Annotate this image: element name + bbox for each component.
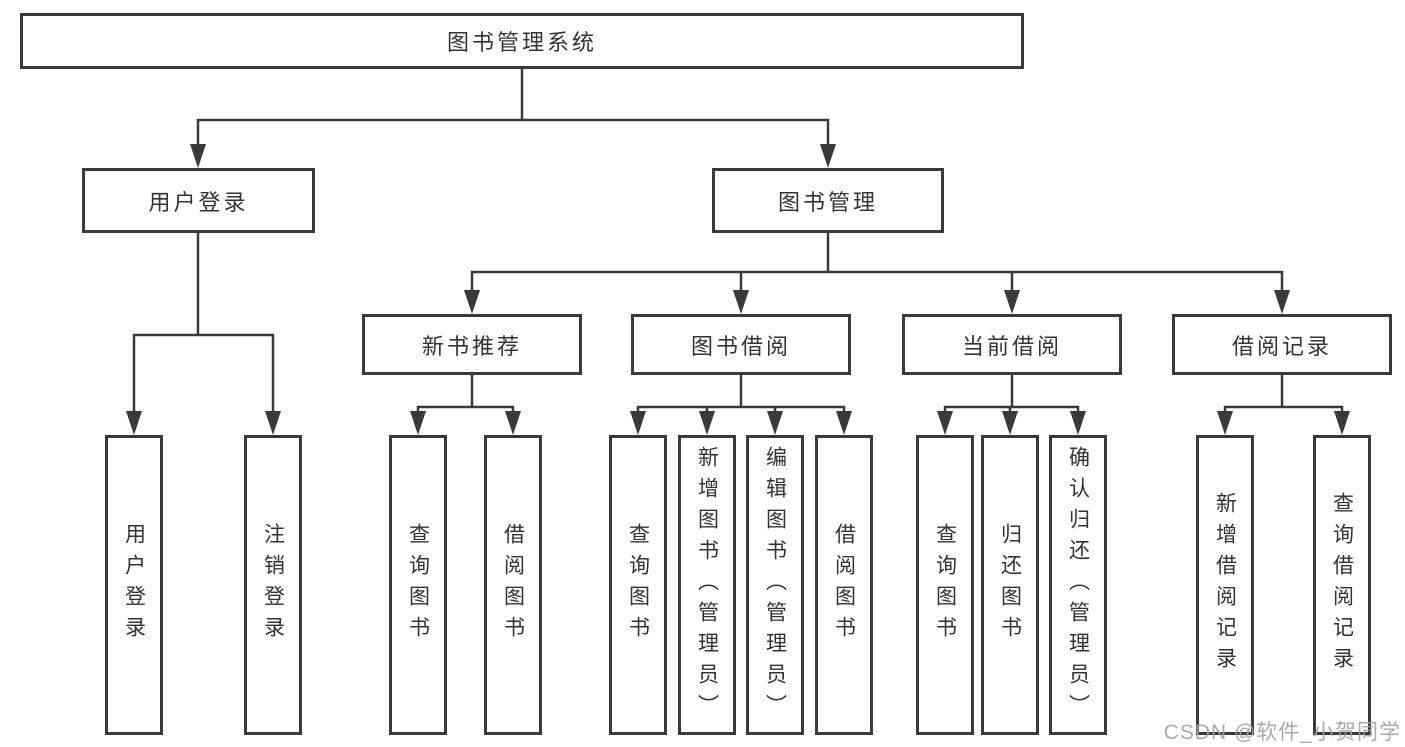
node-root-label: 图书管理系统 <box>446 30 597 55</box>
leaf-borrow-books: 借阅图书 <box>815 435 873 735</box>
leaf-query-books-current: 查询图书 <box>916 435 974 735</box>
leaf-return-book-label: 归还图书 <box>998 523 1022 647</box>
leaf-query-books-rec-label: 查询图书 <box>406 523 430 647</box>
node-borrowing-records: 借阅记录 <box>1172 314 1392 375</box>
edge-newbookrec-to-leaves <box>416 373 515 415</box>
edge-userlogin-to-leaves <box>132 231 275 415</box>
node-borrowing-records-label: 借阅记录 <box>1231 333 1332 359</box>
leaf-query-borrow-record-label: 查询借阅记录 <box>1330 492 1354 678</box>
node-current-borrowing-label: 当前借阅 <box>961 333 1062 359</box>
node-root: 图书管理系统 <box>20 13 1024 69</box>
edge-borrowrecords-to-leaves <box>1223 373 1344 415</box>
edge-bookmgmt-to-level3 <box>470 231 1284 294</box>
node-user-login-label: 用户登录 <box>148 189 249 215</box>
leaf-confirm-return-admin-label: 确认归还（管理员） <box>1066 445 1090 725</box>
node-user-login: 用户登录 <box>82 168 315 233</box>
leaf-query-books-current-label: 查询图书 <box>933 523 957 647</box>
leaf-confirm-return-admin: 确认归还（管理员） <box>1049 435 1107 735</box>
leaf-add-borrow-record: 新增借阅记录 <box>1196 435 1254 735</box>
node-book-management-label: 图书管理 <box>777 189 878 215</box>
leaf-logout: 注销登录 <box>244 435 302 735</box>
leaf-return-book: 归还图书 <box>981 435 1039 735</box>
node-new-book-recommendation: 新书推荐 <box>362 314 582 375</box>
leaf-edit-book-admin: 编辑图书（管理员） <box>746 435 804 735</box>
leaf-user-login-label: 用户登录 <box>122 523 146 647</box>
leaf-borrow-books-label: 借阅图书 <box>832 523 856 647</box>
edge-bookborrow-to-leaves <box>636 373 846 415</box>
edge-currentborrow-to-leaves <box>943 373 1080 415</box>
node-current-borrowing: 当前借阅 <box>902 314 1122 375</box>
leaf-user-login: 用户登录 <box>105 435 163 735</box>
leaf-borrow-books-rec: 借阅图书 <box>484 435 542 735</box>
edge-root-to-level2 <box>196 67 830 148</box>
leaf-query-books-rec: 查询图书 <box>389 435 447 735</box>
leaf-add-book-admin: 新增图书（管理员） <box>678 435 736 735</box>
leaf-borrow-books-rec-label: 借阅图书 <box>501 523 525 647</box>
leaf-query-books-borrow: 查询图书 <box>609 435 667 735</box>
leaf-query-books-borrow-label: 查询图书 <box>626 523 650 647</box>
arrowheads <box>126 144 1350 435</box>
watermark: CSDN @软件_小贺同学 <box>1163 721 1401 744</box>
leaf-edit-book-admin-label: 编辑图书（管理员） <box>763 445 787 725</box>
node-book-borrowing: 图书借阅 <box>631 314 851 375</box>
node-book-management: 图书管理 <box>712 168 944 233</box>
leaf-add-borrow-record-label: 新增借阅记录 <box>1213 492 1237 678</box>
node-book-borrowing-label: 图书借阅 <box>690 333 791 359</box>
leaf-query-borrow-record: 查询借阅记录 <box>1313 435 1371 735</box>
leaf-logout-label: 注销登录 <box>261 523 285 647</box>
leaf-add-book-admin-label: 新增图书（管理员） <box>695 445 719 725</box>
node-new-book-recommendation-label: 新书推荐 <box>421 333 522 359</box>
